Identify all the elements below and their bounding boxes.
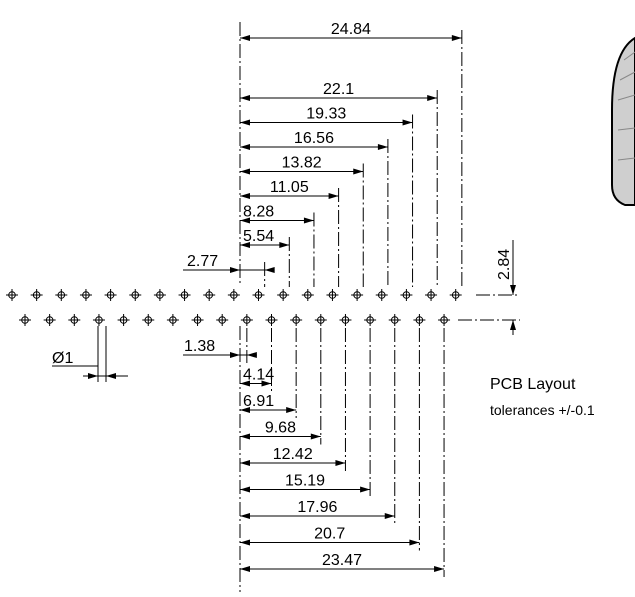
hole-row1 [203,289,216,301]
hole-row2 [364,314,377,326]
row-pitch-dimension: 2.84 [458,240,520,335]
hole-row2 [216,314,229,326]
hole-row1 [425,289,438,301]
hole-row2 [265,314,278,326]
hole-row1 [129,289,142,301]
hole-row1 [301,289,314,301]
hole-row1 [351,289,364,301]
dimension-label: 2.77 [187,253,218,270]
hole-row1 [277,289,290,301]
hole-row2 [438,314,451,326]
hole-row2 [314,314,327,326]
holes-row1 [6,289,462,301]
hole-row2 [240,314,253,326]
hole-row2 [413,314,426,326]
hole-row2 [92,314,105,326]
dimension-label: 16.56 [294,130,334,147]
part-3d-view [611,36,635,206]
hole-row2 [191,314,204,326]
dimension-label: 20.7 [314,526,345,543]
dimension-label: 17.96 [297,499,337,516]
hole-row2 [43,314,56,326]
hole-row1 [30,289,43,301]
hole-row2 [388,314,401,326]
hole-row2 [142,314,155,326]
upper-dimensions: 2.77 5.54 8.28 11.05 13.82 16.56 19.33 22.1 24.8… [183,21,463,287]
dimension-label: 8.28 [243,204,274,221]
hole-row2 [19,314,31,326]
hole-row2 [290,314,303,326]
dimension-label: 9.68 [265,420,296,437]
hole-row2 [166,314,179,326]
dimension-label: 22.1 [323,81,354,98]
dimension-label: 13.82 [282,155,322,172]
hole-row1 [326,289,339,301]
hole-row1 [178,289,191,301]
hole-row1 [400,289,413,301]
lower-dimensions: 1.38 4.14 6.91 9.68 12.42 15.19 17.96 20.7 23.47 [183,326,445,592]
hole-row2 [68,314,81,326]
hole-row1 [79,289,92,301]
hole-row1 [6,289,18,301]
dimension-label: 12.42 [273,446,313,463]
hole-row1 [153,289,166,301]
hole-row2 [117,314,130,326]
dimension-label: 24.84 [331,21,371,38]
dimension-label: 4.14 [243,367,274,384]
tolerance-note: tolerances +/-0.1 [490,402,595,418]
dimension-label: 23.47 [322,552,362,569]
dimension-label: 6.91 [243,393,274,410]
hole-row1 [227,289,240,301]
dimension-label: 5.54 [243,228,274,245]
row-pitch-label: 2.84 [496,249,513,280]
hole-row1 [375,289,388,301]
dimension-label: 19.33 [306,106,346,123]
hole-row2 [339,314,352,326]
hole-row1 [449,289,462,301]
hole-row1 [252,289,265,301]
hole-diameter-label: Ø1 [52,350,73,367]
pcb-layout-title: PCB Layout [490,376,576,393]
hole-diameter-dimension: Ø1 [52,326,128,382]
dimension-label: 11.05 [270,179,309,196]
dimension-label: 15.19 [285,473,325,490]
hole-row1 [104,289,117,301]
dimension-label: 1.38 [184,338,215,355]
holes-row2 [19,314,451,326]
hole-row1 [55,289,68,301]
